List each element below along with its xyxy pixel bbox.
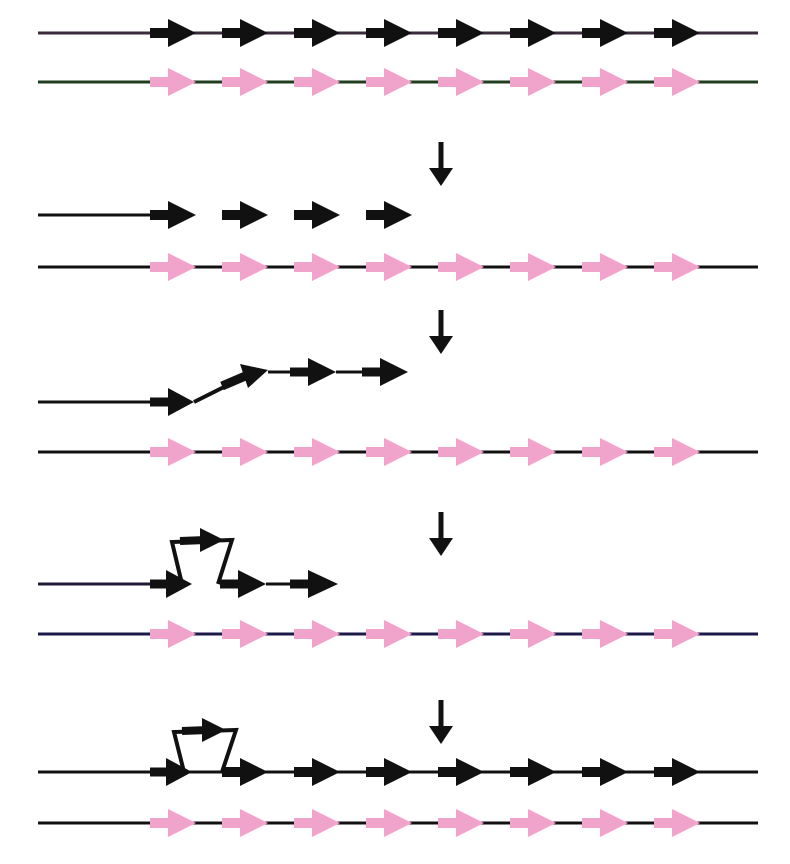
template-repeat-arrow xyxy=(366,438,412,466)
nascent-repeat-arrow xyxy=(366,19,412,47)
panel-slipped xyxy=(38,358,758,466)
nascent-repeat-arrow xyxy=(150,570,192,598)
step-arrow-3 xyxy=(429,512,453,556)
template-repeat-arrows xyxy=(150,620,700,648)
nascent-repeat-arrow xyxy=(582,19,628,47)
panel-expanded xyxy=(38,718,758,837)
template-repeat-arrow xyxy=(366,620,412,648)
template-repeat-arrow xyxy=(438,620,484,648)
template-repeat-arrow xyxy=(438,253,484,281)
nascent-repeat-arrow xyxy=(294,758,340,786)
nascent-repeat-arrow xyxy=(510,19,556,47)
template-repeat-arrow xyxy=(438,438,484,466)
nascent-repeat-arrow xyxy=(220,570,266,598)
nascent-repeat-arrow xyxy=(366,758,412,786)
nascent-loop xyxy=(171,718,239,773)
template-repeat-arrow xyxy=(654,438,700,466)
template-repeat-arrow xyxy=(366,68,412,96)
template-repeat-arrow xyxy=(150,809,196,837)
template-repeat-arrow xyxy=(582,253,628,281)
nascent-repeat-arrow xyxy=(150,201,196,229)
template-repeat-arrow xyxy=(294,620,340,648)
template-repeat-arrow xyxy=(438,68,484,96)
nascent-repeat-arrow xyxy=(150,19,196,47)
nascent-repeat-arrow xyxy=(366,201,412,229)
nascent-repeat-arrow xyxy=(290,570,338,598)
step-arrow-1 xyxy=(429,142,453,186)
template-repeat-arrow xyxy=(582,620,628,648)
nascent-repeat-arrow xyxy=(222,758,268,786)
template-repeat-arrow xyxy=(222,620,268,648)
nascent-repeat-arrow xyxy=(362,358,408,386)
nascent-repeat-arrow xyxy=(510,758,556,786)
template-repeat-arrows xyxy=(150,68,700,96)
step-arrow-4 xyxy=(429,700,453,744)
nascent-repeat-arrows xyxy=(150,19,700,47)
template-repeat-arrow xyxy=(150,620,196,648)
template-repeat-arrow xyxy=(150,438,196,466)
template-repeat-arrow xyxy=(150,68,196,96)
panel-stalled xyxy=(38,201,758,281)
template-repeat-arrow xyxy=(294,68,340,96)
template-repeat-arrow xyxy=(366,253,412,281)
template-repeat-arrow xyxy=(150,253,196,281)
template-repeat-arrow xyxy=(222,438,268,466)
template-repeat-arrow xyxy=(222,809,268,837)
template-repeat-arrows xyxy=(150,438,700,466)
template-repeat-arrow xyxy=(294,253,340,281)
template-repeat-arrow xyxy=(654,68,700,96)
nascent-loop xyxy=(169,528,235,585)
nascent-repeat-arrow xyxy=(222,201,268,229)
nascent-repeat-arrows xyxy=(150,201,412,229)
template-repeat-arrow xyxy=(510,620,556,648)
template-repeat-arrow xyxy=(294,809,340,837)
template-repeat-arrow xyxy=(510,438,556,466)
panel-looped-out xyxy=(38,528,758,648)
template-repeat-arrow xyxy=(582,68,628,96)
nascent-repeat-arrow xyxy=(654,758,700,786)
template-repeat-arrow xyxy=(582,809,628,837)
nascent-repeat-arrow xyxy=(294,201,340,229)
nascent-repeat-arrow xyxy=(290,358,336,386)
template-repeat-arrow xyxy=(366,809,412,837)
nascent-repeat-arrow xyxy=(150,758,192,786)
template-repeat-arrow xyxy=(222,68,268,96)
nascent-repeat-arrow xyxy=(150,388,194,416)
template-repeat-arrow xyxy=(510,809,556,837)
nascent-repeat-arrow xyxy=(438,19,484,47)
template-repeat-arrow xyxy=(510,68,556,96)
template-repeat-arrow xyxy=(654,809,700,837)
nascent-repeat-arrow xyxy=(438,758,484,786)
template-repeat-arrow xyxy=(438,809,484,837)
nascent-repeat-arrow xyxy=(582,758,628,786)
step-arrow-2 xyxy=(429,310,453,354)
nascent-repeat-arrows xyxy=(222,758,700,786)
template-repeat-arrow xyxy=(582,438,628,466)
template-repeat-arrow xyxy=(510,253,556,281)
template-repeat-arrows xyxy=(150,253,700,281)
nascent-slipped-repeat-arrow xyxy=(193,364,268,404)
panel-intact xyxy=(38,19,758,96)
template-repeat-arrow xyxy=(222,253,268,281)
template-repeat-arrow xyxy=(654,620,700,648)
template-repeat-arrow xyxy=(294,438,340,466)
nascent-repeat-arrow xyxy=(654,19,700,47)
nascent-repeat-arrow xyxy=(222,19,268,47)
template-repeat-arrows xyxy=(150,809,700,837)
nascent-repeat-arrow xyxy=(294,19,340,47)
template-repeat-arrow xyxy=(654,253,700,281)
